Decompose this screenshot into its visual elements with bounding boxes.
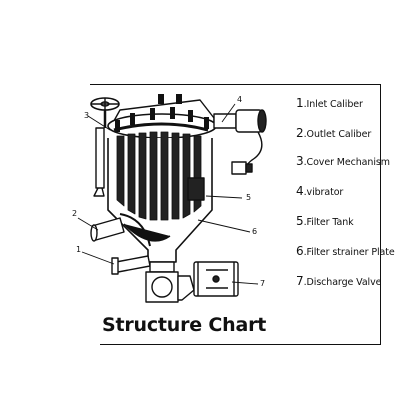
legend-item-discharge-valve: 7.Discharge Valve	[296, 274, 382, 288]
legend-item-outlet-caliber: 2.Outlet Caliber	[296, 126, 372, 140]
legend-item-inlet-caliber: 1.Inlet Caliber	[296, 96, 363, 110]
callout-2: 2	[72, 209, 77, 218]
sensor	[231, 161, 253, 175]
inlet-pipe	[111, 255, 151, 275]
callout-3: 3	[84, 111, 89, 120]
legend-item-filter-tank: 5.Filter Tank	[296, 214, 354, 228]
outlet-pipe	[90, 213, 151, 247]
frame-line-bottom	[100, 344, 381, 345]
legend-item-vibrator: 4.vibrator	[296, 184, 344, 198]
vibrator	[213, 109, 267, 175]
callout-1: 1	[76, 245, 81, 254]
legend-item-filter-strainer-plate: 6.Filter strainer Plate	[296, 244, 395, 258]
callout-6: 6	[252, 227, 257, 236]
callout-5: 5	[246, 193, 251, 202]
frame-line-top	[90, 84, 380, 85]
callout-7: 7	[260, 279, 265, 288]
frame-line-right	[380, 84, 381, 344]
legend-item-cover-mechanism: 3.Cover Mechanism	[296, 154, 390, 168]
callout-4: 4	[237, 95, 242, 104]
handwheel-icon	[90, 97, 120, 128]
discharge-valve	[145, 261, 239, 303]
chart-caption: Structure Chart	[102, 314, 267, 336]
